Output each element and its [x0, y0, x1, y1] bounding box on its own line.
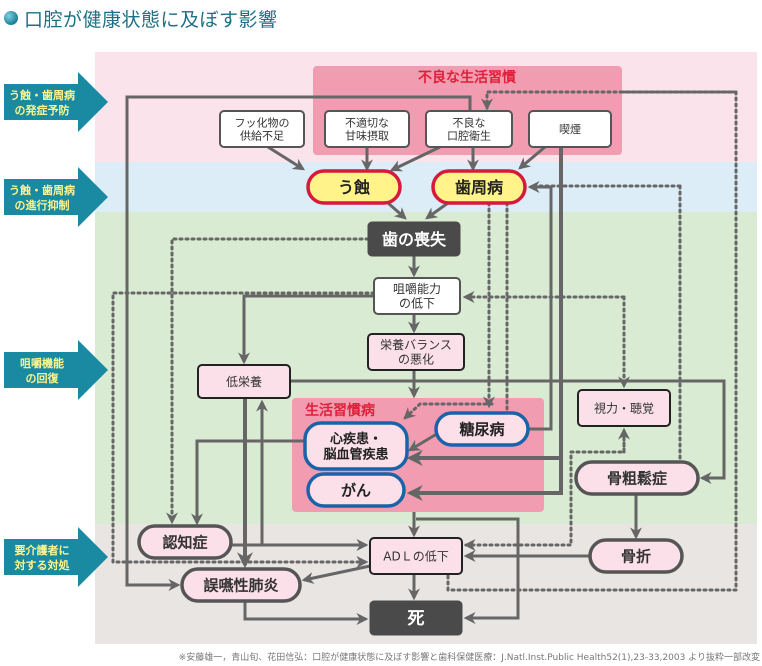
edge-hygiene-caries [389, 145, 441, 172]
edge-dotted-toothloss-dementia [166, 237, 370, 525]
node-caries: う蝕 [306, 169, 402, 205]
edge-smoking-cancer [406, 147, 563, 501]
node-label: フッ化物の [235, 115, 290, 129]
title-text: 口腔が健康状態に及ぼす影響 [24, 8, 278, 31]
node-label: 心疾患・ [330, 431, 382, 447]
edge-adl-pneumonia [301, 564, 371, 584]
node-label: 骨粗鬆症 [607, 469, 667, 487]
node-label: 脳血管疾患 [323, 446, 388, 462]
node-dementia: 認知症 [137, 524, 233, 560]
node-cancer: がん [306, 472, 406, 508]
side-label: う蝕・歯周病 [9, 183, 75, 197]
node-label: 糖尿病 [459, 420, 504, 438]
edge-diabetes-heart [407, 430, 441, 452]
node-label: 喫煙 [559, 123, 581, 136]
edge-caries-toothloss [387, 201, 407, 220]
edge-dotted-outer-right [446, 90, 738, 592]
edge-periodontal-toothloss [425, 201, 449, 220]
node-label: 視力・聴覚 [594, 400, 654, 415]
group-bad-habits-title: 不良な生活習慣 [418, 69, 516, 86]
edge-fluoride-caries [267, 145, 306, 171]
node-label: う蝕 [338, 178, 370, 197]
edge-pneumonia-death [243, 601, 369, 625]
node-vision: 視力・聴覚 [577, 389, 671, 427]
node-label: 認知症 [162, 533, 207, 551]
node-label: 不良な [453, 115, 486, 129]
node-adl: ADＬの低下 [369, 537, 463, 575]
side-label: の発症予防 [15, 103, 70, 117]
node-malnutrition: 低栄養 [197, 364, 291, 399]
side-label: 要介護者に [15, 543, 70, 557]
diagram-title: 口腔が健康状態に及ぼす影響 [4, 4, 278, 32]
node-label: 甘味摂取 [345, 129, 389, 143]
node-label: がん [341, 481, 371, 499]
node-pneumonia: 誤嚥性肺炎 [180, 567, 302, 603]
group-lifestyle-diseases-title: 生活習慣病 [305, 402, 375, 419]
side-label: の進行抑制 [15, 198, 70, 212]
node-label: の悪化 [398, 353, 434, 367]
side-label: う蝕・歯周病 [9, 88, 75, 102]
edge-dotted-chewing-adl [111, 291, 376, 568]
node-label: 歯の喪失 [382, 230, 447, 249]
node-smoking: 喫煙 [528, 110, 612, 148]
edge-dotted-heart [403, 402, 494, 420]
node-diabetes: 糖尿病 [434, 411, 530, 447]
node-death: 死 [369, 600, 463, 636]
node-label: 栄養バランス [380, 337, 452, 352]
edge-malnutrition-osteoporosis [290, 379, 726, 484]
node-label: 供給不足 [240, 129, 284, 143]
node-osteoporosis: 骨粗鬆症 [574, 460, 700, 496]
edge-dotted-to-hygiene [481, 90, 738, 111]
node-label: 咀嚼能力 [393, 282, 441, 296]
citation: ※安藤雄一，青山旬、花田信弘：口腔が健康状態に及ぼす影響と歯科保健医療：J.Na… [178, 653, 760, 663]
edge-dotted-vision-adl [463, 435, 626, 551]
node-label: ADＬの低下 [383, 549, 448, 563]
node-label: 口腔衛生 [447, 129, 491, 143]
side-label: の回復 [26, 371, 60, 385]
edge-lifestyle-death [416, 517, 520, 624]
node-label: 骨折 [621, 547, 651, 565]
side-label: 咀嚼機能 [20, 356, 64, 370]
node-fracture: 骨折 [588, 538, 684, 574]
node-label: 低栄養 [226, 374, 262, 389]
edge-smoking-periodontal [518, 145, 546, 170]
edge-chewing-malnutrition [238, 294, 374, 365]
node-label: 死 [408, 609, 425, 629]
bullet-icon [4, 11, 18, 25]
node-label: 歯周病 [455, 178, 503, 197]
node-label: 誤嚥性肺炎 [203, 576, 278, 594]
node-label: の低下 [399, 297, 435, 311]
side-label: 対する対処 [14, 558, 71, 572]
edge-hygiene-pneumonia [125, 95, 472, 591]
edge-heart-dementia [191, 439, 305, 526]
band-progression [95, 162, 757, 212]
node-label: 不適切な [345, 115, 389, 129]
node-periodontal: 歯周病 [431, 169, 527, 205]
node-tooth-loss: 歯の喪失 [367, 221, 461, 257]
node-heart: 心疾患・脳血管疾患 [303, 421, 409, 471]
